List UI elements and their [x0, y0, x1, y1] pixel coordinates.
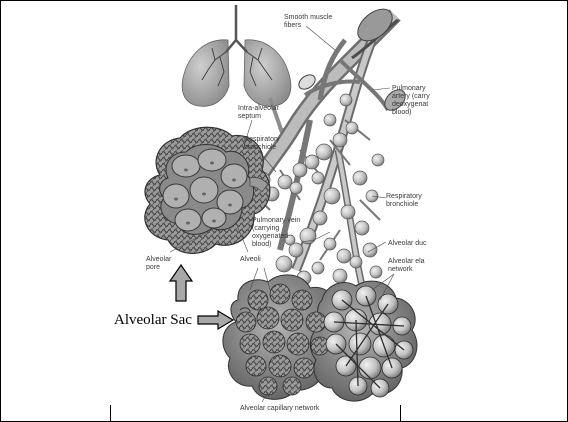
label-respiratory-bronchiole-top: Respiratory bronchiole [244, 136, 282, 151]
label-alveolar-duct: Alveolar duc [388, 240, 427, 247]
label-alveoli: Alveoli [240, 256, 261, 263]
label-alveolar-elastic-network: Alveolar ela network [388, 258, 427, 273]
label-pulmonary-artery: Pulmonary artery (carry deoxygenat blood… [392, 85, 432, 116]
label-respiratory-bronchiole-right: Respiratory bronchiole [386, 193, 424, 208]
lungs-thumbnail [182, 5, 291, 140]
up-arrow [170, 265, 192, 301]
label-alveolar-pore: Alveolar pore [146, 256, 173, 271]
label-alveolar-capillary-network: Alveolar capillary network [240, 405, 320, 412]
alveolar-sac-callout: Alveolar Sac [114, 312, 192, 329]
label-smooth-muscle-fibers: Smooth muscle fibers [284, 14, 334, 29]
alveolar-sac-clusters [223, 275, 417, 401]
